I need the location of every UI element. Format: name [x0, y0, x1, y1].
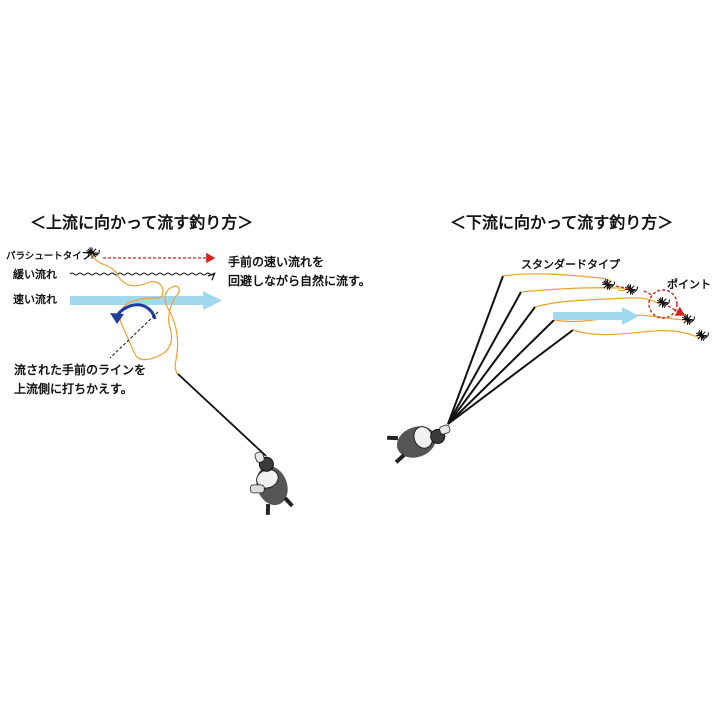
note-right-line-1: 手前の速い流れを — [228, 254, 324, 269]
fly-icon — [656, 296, 670, 309]
downstream-title: ＜下流に向かって流す釣り方＞ — [450, 213, 673, 232]
angler-icon — [387, 424, 451, 464]
point-label: ポイント — [667, 277, 711, 291]
rods-fan — [447, 275, 574, 425]
note-bottom-line-2: 上流側に打ちかえす。 — [14, 381, 133, 396]
note-right-line-2: 回避しながら自然に流す。 — [228, 273, 371, 288]
curved-mend-arrow-icon — [110, 303, 157, 324]
fly-lines — [502, 273, 701, 339]
downstream-section: ＜下流に向かって流す釣り方＞ スタンダードタイプ ポイント — [387, 213, 711, 464]
slow-current-wave — [69, 273, 214, 275]
fly-icon — [695, 329, 709, 342]
mend-pointer-line — [109, 311, 159, 359]
target-circle-icon — [648, 289, 678, 319]
angler-icon — [249, 451, 294, 515]
fast-current-label: 速い流れ — [13, 292, 57, 306]
rod — [177, 373, 267, 457]
fly-icon — [624, 283, 638, 296]
fly-line — [91, 253, 180, 376]
current-arrow-icon — [553, 307, 639, 325]
note-avoid-fast-current: 手前の速い流れを 回避しながら自然に流す。 — [228, 254, 371, 288]
upstream-section: ＜上流に向かって流す釣り方＞ パラシュートタイプ 緩い流れ 速い流れ — [6, 213, 371, 515]
note-bottom-line-1: 流された手前のラインを — [14, 362, 146, 377]
upstream-title: ＜上流に向かって流す釣り方＞ — [30, 213, 253, 232]
parachute-type-label: パラシュートタイプ — [6, 250, 92, 262]
standard-type-label: スタンダードタイプ — [521, 257, 621, 271]
slow-current-label: 緩い流れ — [13, 267, 57, 281]
fly-icon — [681, 313, 695, 326]
note-recast-line: 流された手前のラインを 上流側に打ちかえす。 — [14, 362, 150, 396]
drift-path-arrow — [615, 285, 684, 315]
